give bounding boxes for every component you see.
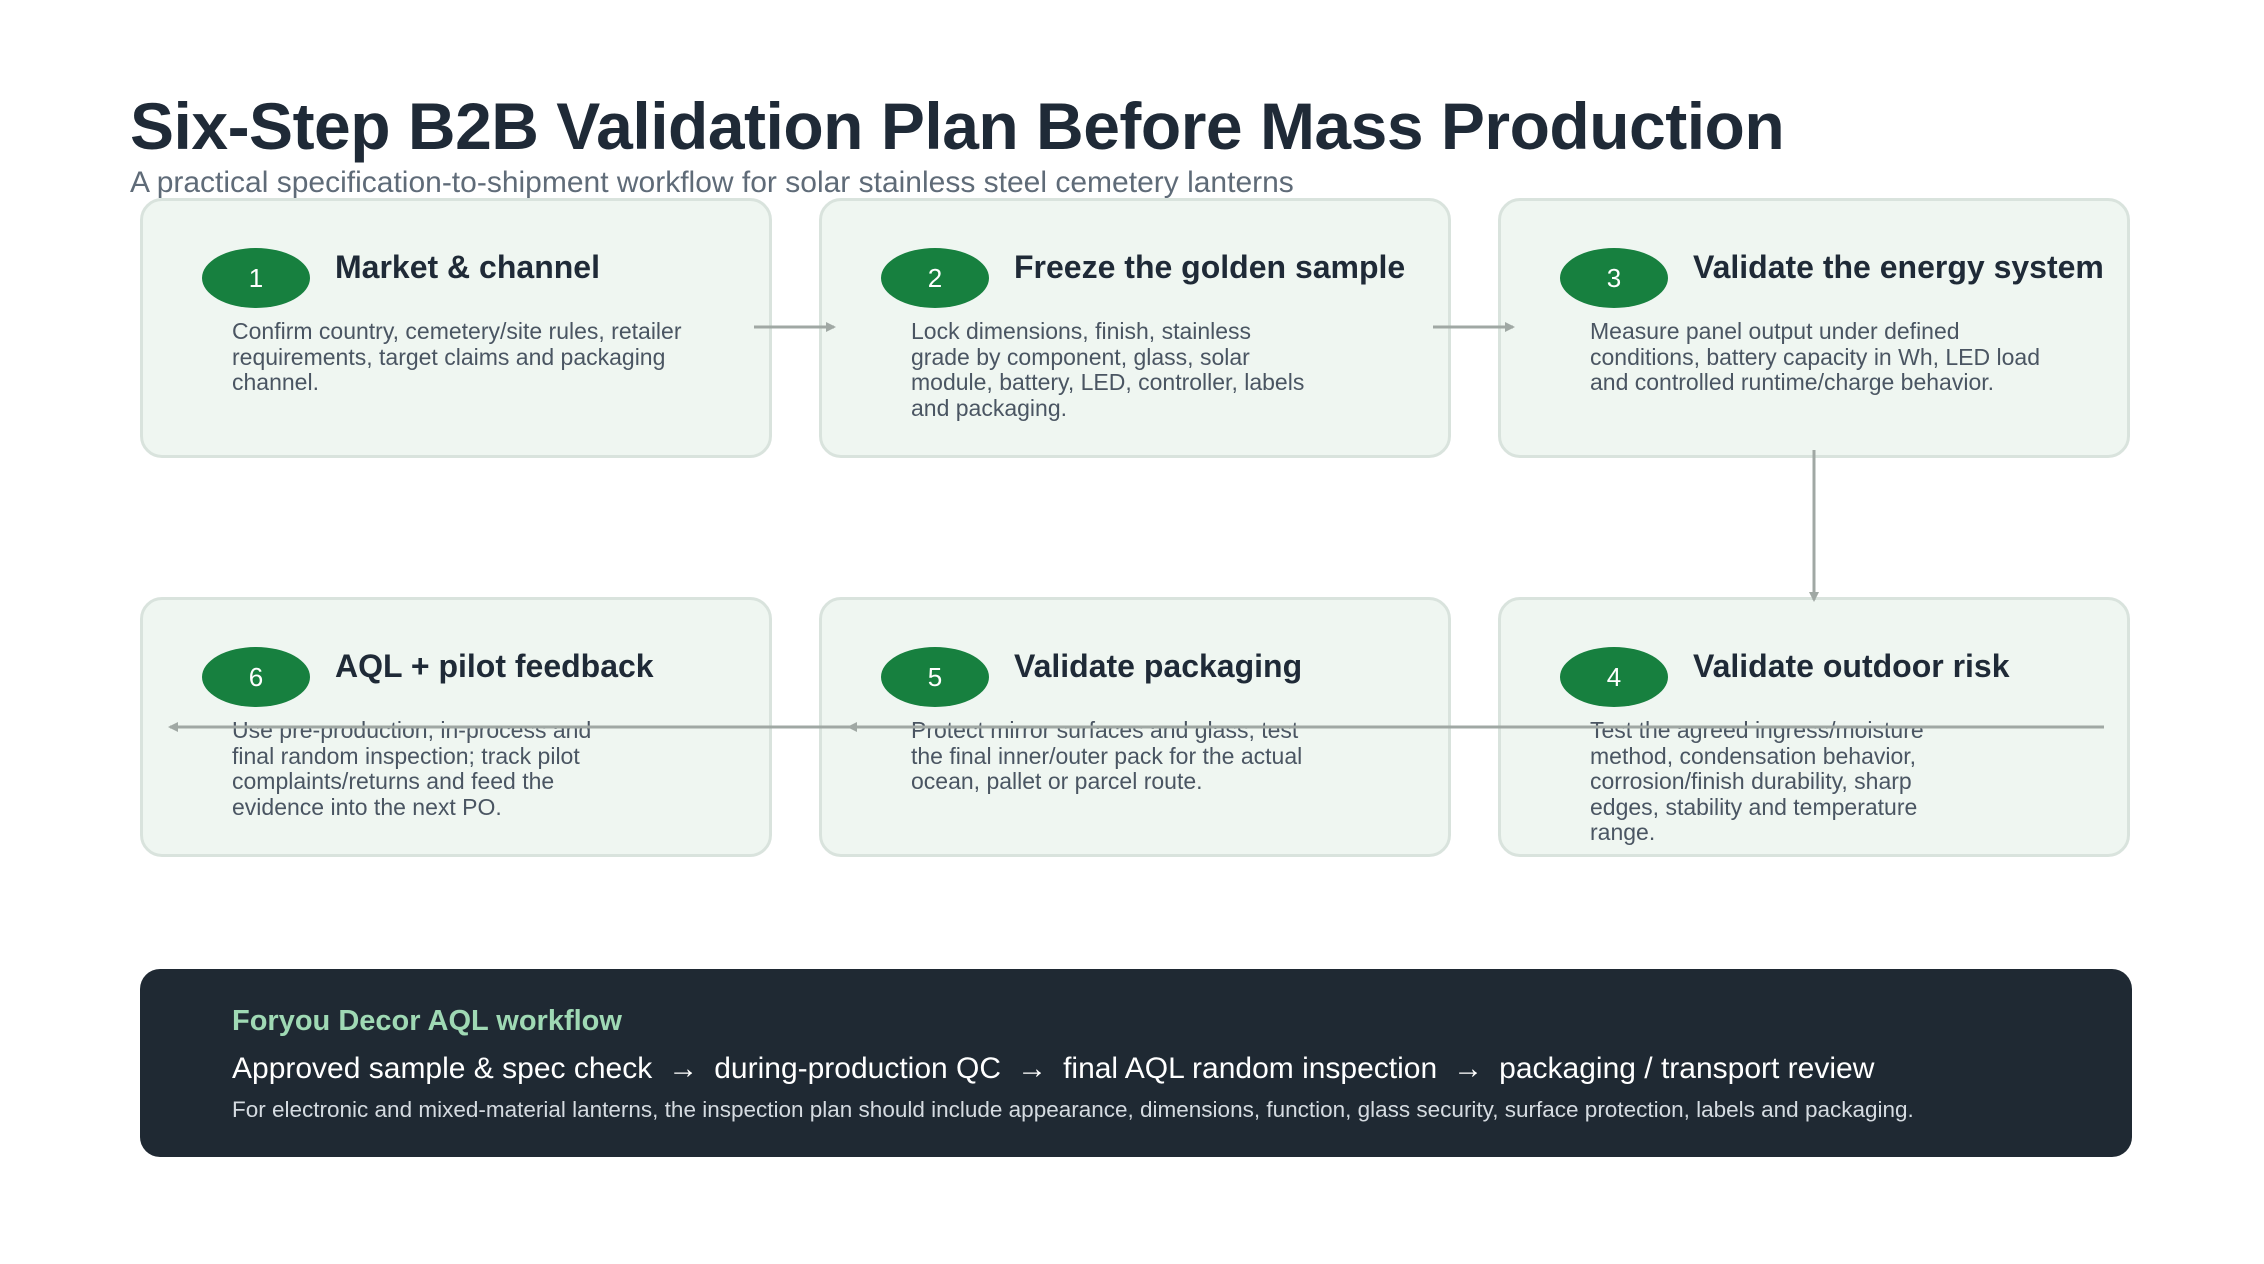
step-number-badge: 2 [881, 248, 989, 308]
step-number-badge: 3 [1560, 248, 1668, 308]
step-description: Use pre-production, in-process and final… [232, 717, 592, 820]
workflow-step: Approved sample & spec check [232, 1052, 653, 1085]
workflow-step: packaging / transport review [1499, 1052, 1875, 1085]
step-number-badge: 6 [202, 647, 310, 707]
panel-note: For electronic and mixed-material lanter… [232, 1097, 1914, 1122]
step-card-1: 1 Market & channel Confirm country, ceme… [140, 198, 772, 458]
step-title: Validate packaging [1014, 648, 1303, 684]
step-description: Test the agreed ingress/moisture method,… [1590, 717, 1924, 845]
step-title: Market & channel [335, 249, 600, 285]
step-card-5: 5 Validate packaging Protect mirror surf… [819, 597, 1451, 857]
step-number-badge: 5 [881, 647, 989, 707]
arrow-right-icon: → [1453, 1052, 1484, 1085]
step-number-badge: 1 [202, 248, 310, 308]
step-title: Validate outdoor risk [1693, 648, 2010, 684]
step-description: Measure panel output under defined condi… [1590, 318, 2041, 395]
page-subtitle: A practical specification-to-shipment wo… [130, 166, 1294, 199]
step-title: Freeze the golden sample [1014, 249, 1406, 285]
step-card-3: 3 Validate the energy system Measure pan… [1498, 198, 2130, 458]
arrow-right-icon: → [668, 1052, 699, 1085]
step-title: AQL + pilot feedback [335, 648, 654, 684]
step-card-4: 4 Validate outdoor risk Test the agreed … [1498, 597, 2130, 857]
step-description: Lock dimensions, finish, stainless grade… [911, 318, 1305, 421]
arrow-right-icon: → [1017, 1052, 1048, 1085]
step-title: Validate the energy system [1693, 249, 2104, 285]
step-description: Protect mirror surfaces and glass; test … [911, 717, 1303, 794]
workflow-step: final AQL random inspection [1063, 1052, 1438, 1085]
panel-title: Foryou Decor AQL workflow [232, 1005, 622, 1037]
page-title: Six-Step B2B Validation Plan Before Mass… [130, 89, 1785, 163]
workflow-step: during-production QC [714, 1052, 1002, 1085]
step-number-badge: 4 [1560, 647, 1668, 707]
workflow-steps: Approved sample & spec check → during-prod… [232, 1052, 1874, 1086]
aql-workflow-panel: Foryou Decor AQL workflow Approved sampl… [140, 969, 2132, 1157]
step-card-2: 2 Freeze the golden sample Lock dimensio… [819, 198, 1451, 458]
step-description: Confirm country, cemetery/site rules, re… [232, 318, 682, 395]
step-card-6: 6 AQL + pilot feedback Use pre-productio… [140, 597, 772, 857]
